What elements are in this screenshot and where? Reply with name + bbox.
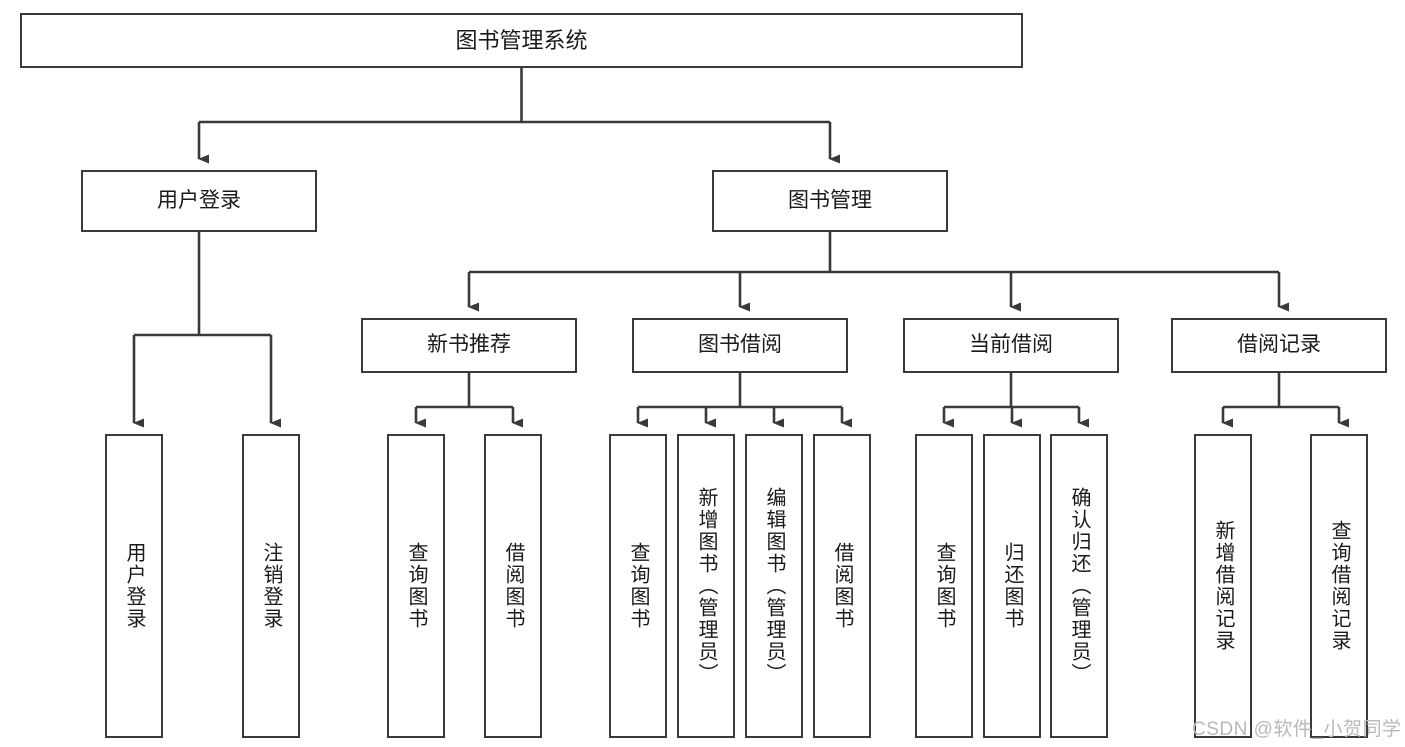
node-query-book-3-label: 查询图书 — [933, 542, 955, 630]
node-user-login-do-label: 用户登录 — [123, 542, 145, 630]
node-query-book-1-label: 查询图书 — [405, 542, 427, 630]
node-query-borrow-record-label: 查询借阅记录 — [1328, 520, 1350, 652]
node-query-book-1[interactable]: 查询图书 — [387, 434, 445, 738]
node-borrow-book-1[interactable]: 借阅图书 — [484, 434, 542, 738]
node-current-borrow-label: 当前借阅 — [969, 333, 1053, 357]
node-query-book-3[interactable]: 查询图书 — [915, 434, 973, 738]
node-new-book-recommend[interactable]: 新书推荐 — [361, 318, 577, 373]
node-return-book[interactable]: 归还图书 — [983, 434, 1041, 738]
node-confirm-return-admin[interactable]: 确认归还（管理员） — [1050, 434, 1108, 738]
node-book-borrow[interactable]: 图书借阅 — [632, 318, 848, 373]
node-query-book-2[interactable]: 查询图书 — [609, 434, 667, 738]
node-user-login-do[interactable]: 用户登录 — [105, 434, 163, 738]
node-user-login-label: 用户登录 — [157, 188, 241, 212]
node-user-logout-label: 注销登录 — [260, 542, 282, 630]
node-confirm-return-admin-label: 确认归还（管理员） — [1068, 487, 1090, 685]
node-edit-book-admin-label: 编辑图书（管理员） — [763, 487, 785, 685]
csdn-watermark: CSDN @软件_小贺同学 — [1192, 719, 1402, 740]
node-add-borrow-record[interactable]: 新增借阅记录 — [1194, 434, 1252, 738]
node-edit-book-admin[interactable]: 编辑图书（管理员） — [745, 434, 803, 738]
node-user-login[interactable]: 用户登录 — [81, 170, 317, 232]
node-borrow-book-1-label: 借阅图书 — [502, 542, 524, 630]
node-borrow-record[interactable]: 借阅记录 — [1171, 318, 1387, 373]
node-book-manage[interactable]: 图书管理 — [712, 170, 948, 232]
node-new-book-recommend-label: 新书推荐 — [427, 333, 511, 357]
node-query-borrow-record[interactable]: 查询借阅记录 — [1310, 434, 1368, 738]
node-add-borrow-record-label: 新增借阅记录 — [1212, 520, 1234, 652]
node-current-borrow[interactable]: 当前借阅 — [903, 318, 1119, 373]
node-return-book-label: 归还图书 — [1001, 542, 1023, 630]
node-root[interactable]: 图书管理系统 — [20, 13, 1023, 68]
node-query-book-2-label: 查询图书 — [627, 542, 649, 630]
node-borrow-book-2[interactable]: 借阅图书 — [813, 434, 871, 738]
node-add-book-admin[interactable]: 新增图书（管理员） — [677, 434, 735, 738]
node-root-label: 图书管理系统 — [455, 27, 588, 53]
node-book-manage-label: 图书管理 — [788, 188, 872, 212]
node-book-borrow-label: 图书借阅 — [698, 333, 782, 357]
node-add-book-admin-label: 新增图书（管理员） — [695, 487, 717, 685]
node-borrow-book-2-label: 借阅图书 — [831, 542, 853, 630]
node-borrow-record-label: 借阅记录 — [1237, 333, 1321, 357]
node-user-logout[interactable]: 注销登录 — [242, 434, 300, 738]
